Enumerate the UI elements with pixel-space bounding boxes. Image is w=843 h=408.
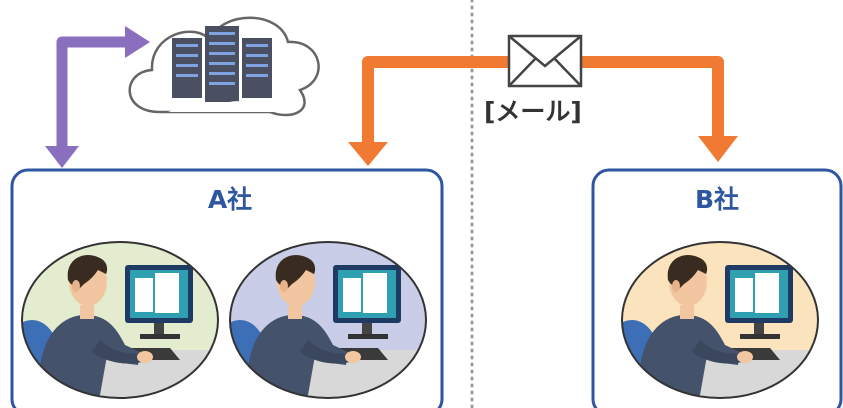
envelope-icon xyxy=(507,34,583,88)
cloud-server-icon xyxy=(128,16,320,117)
company-a-label: A社 xyxy=(207,185,253,214)
cloud-arrow xyxy=(45,26,150,168)
worker-pc-icon xyxy=(21,241,219,399)
worker-pc-icon xyxy=(229,241,427,399)
worker-pc-icon xyxy=(621,241,819,399)
mail-label: [メール] xyxy=(484,97,582,126)
company-b-label: B社 xyxy=(694,185,740,214)
